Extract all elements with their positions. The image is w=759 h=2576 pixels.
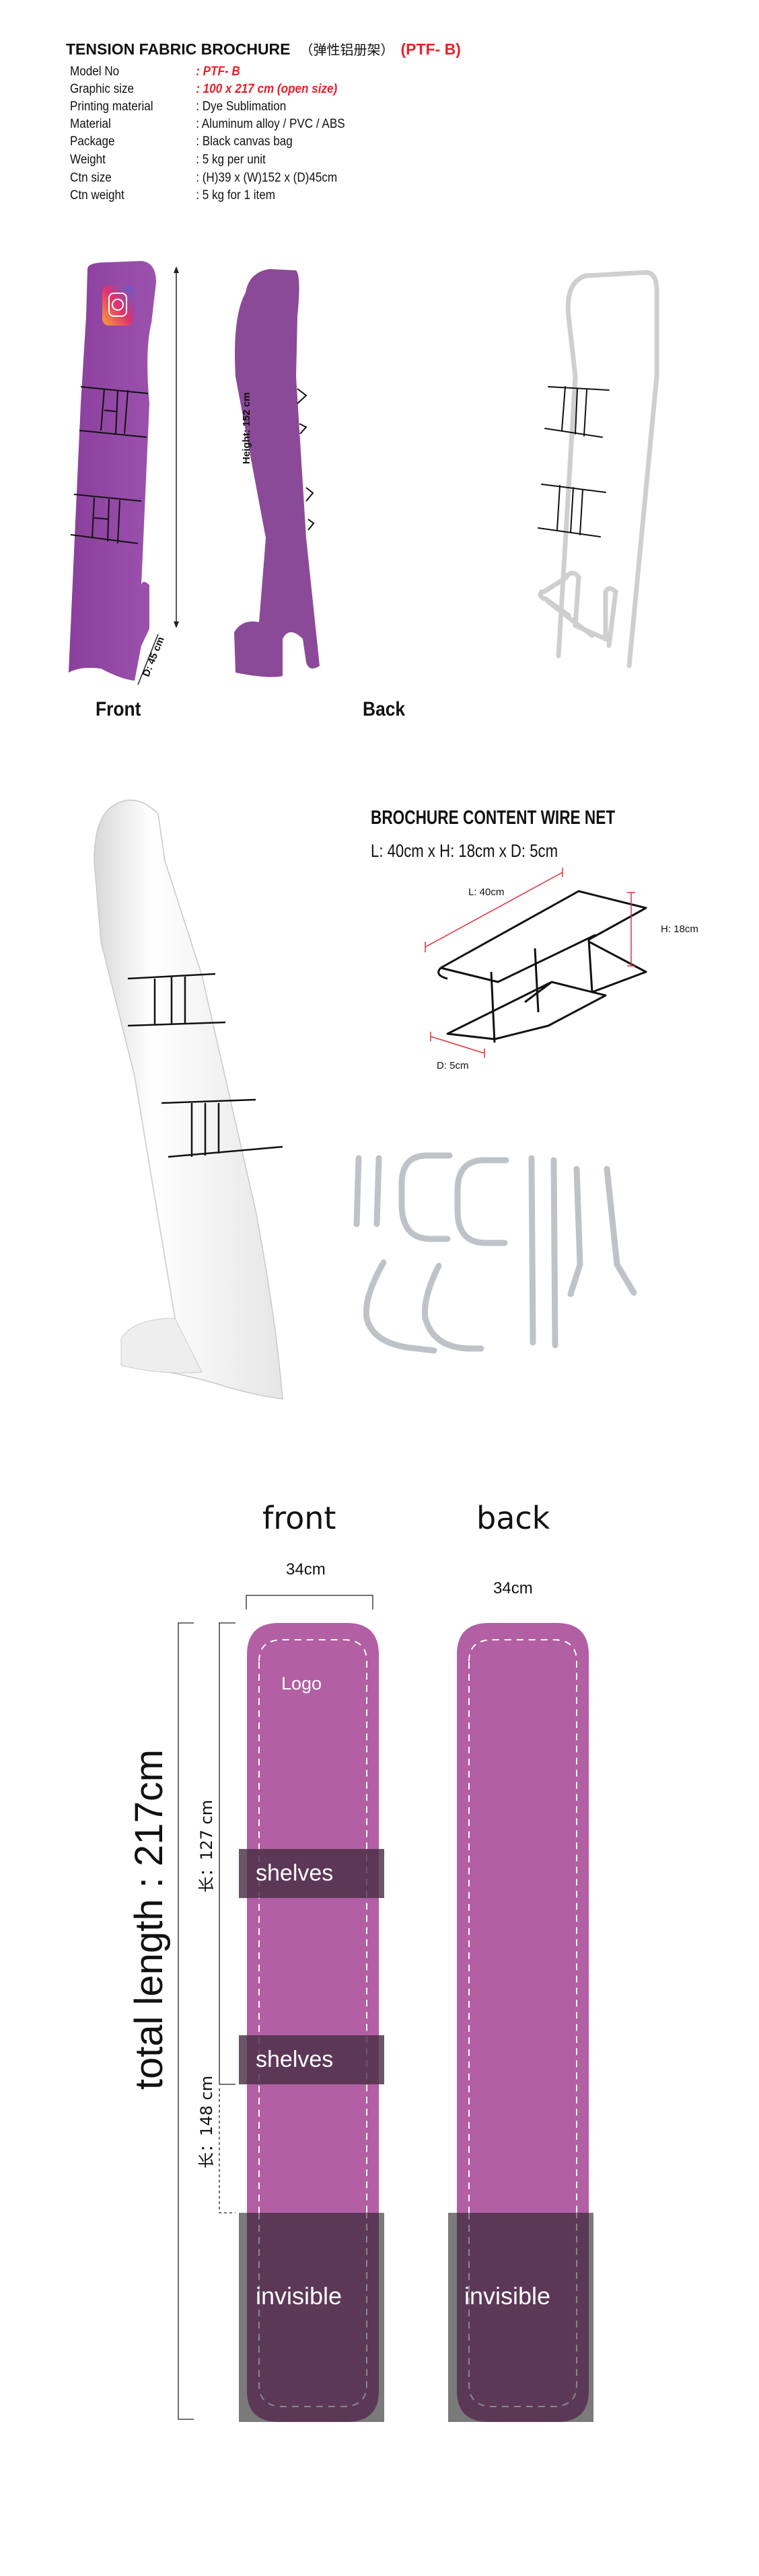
shelves-label-1: shelves: [256, 1860, 334, 1886]
spec-value: : Aluminum alloy / PVC / ABS: [196, 117, 345, 131]
spec-value: : 5 kg per unit: [196, 153, 266, 167]
title-en: TENSION FABRIC BROCHURE: [66, 40, 291, 58]
spec-label: Weight: [70, 153, 106, 167]
front-stand-photo: [69, 261, 179, 685]
spec-label: Ctn weight: [70, 188, 124, 202]
title-cn: （弹性铝册架）: [299, 42, 394, 58]
wire-shelf-icon: [70, 386, 149, 544]
dimension-lines: [178, 1595, 373, 2420]
spec-value: : PTF- B: [196, 65, 240, 79]
aluminum-frame-photo: [538, 270, 659, 669]
wire-shelf-icon: [127, 973, 283, 1158]
front-width-label: 34cm: [286, 1560, 326, 1579]
invisible-zone-front: [247, 2213, 379, 2422]
front-side-label: front: [262, 1500, 336, 1536]
spec-row: Material : Aluminum alloy / PVC / ABS: [70, 117, 345, 132]
brochure-title: TENSION FABRIC BROCHURE （弹性铝册架） (PTF- B): [66, 39, 461, 59]
spec-row: Ctn weight : 5 kg for 1 item: [70, 188, 275, 203]
spec-label: Model No: [70, 65, 120, 79]
dimension-148cm-label: 长：148 cm: [197, 2076, 216, 2169]
shelves-label-2: shelves: [256, 2047, 334, 2072]
spec-row: Ctn size : (H)39 x (W)152 x (D)45cm: [70, 171, 337, 186]
spec-label: Package: [70, 135, 115, 149]
wire-net-height-label: H: 18cm: [661, 923, 698, 935]
back-width-label: 34cm: [493, 1579, 533, 1597]
spec-label: Material: [70, 117, 111, 131]
dimension-127cm-label: 长：127 cm: [197, 1800, 216, 1893]
spec-value: : Black canvas bag: [196, 135, 293, 149]
invisible-label-back: invisible: [464, 2282, 551, 2310]
invisible-label-front: invisible: [256, 2282, 342, 2310]
shelves-zone-2: [239, 2035, 384, 2084]
white-stand-photo: [94, 799, 283, 1400]
spec-value: : 100 x 217 cm (open size): [196, 82, 338, 96]
spec-value: : (H)39 x (W)152 x (D)45cm: [196, 171, 338, 185]
spec-row: Package : Black canvas bag: [70, 135, 293, 149]
back-side-label: back: [476, 1500, 550, 1536]
wire-net-title: BROCHURE CONTENT WIRE NET: [371, 807, 616, 829]
wire-net-depth-label: D: 5cm: [437, 1060, 469, 1071]
wire-net-diagram: [425, 868, 647, 1058]
spec-row: Weight : 5 kg per unit: [70, 153, 266, 167]
back-stand-photo: [234, 269, 320, 677]
wire-net-dimensions: L: 40cm x H: 18cm x D: 5cm: [371, 841, 558, 861]
spec-label: Graphic size: [70, 82, 135, 96]
spec-row: Graphic size : 100 x 217 cm (open size): [70, 82, 337, 97]
front-caption: Front: [96, 698, 141, 720]
title-code: (PTF- B): [400, 40, 461, 58]
wire-net-length-label: L: 40cm: [468, 886, 505, 898]
back-caption: Back: [363, 698, 406, 720]
spec-row: Model No : PTF- B: [70, 65, 240, 79]
spec-value: : Dye Sublimation: [196, 100, 287, 114]
total-length-label: total length : 217cm: [127, 1749, 171, 2090]
shelves-zone-1: [239, 1849, 384, 1898]
invisible-zone-back: [457, 2213, 589, 2422]
spec-label: Printing material: [70, 100, 153, 114]
spec-row: Printing material : Dye Sublimation: [70, 100, 286, 114]
spec-value: : 5 kg for 1 item: [196, 188, 276, 202]
spec-label: Ctn size: [70, 171, 112, 185]
frame-parts-photo: [353, 1152, 637, 1354]
logo-area-label: Logo: [281, 1673, 322, 1694]
